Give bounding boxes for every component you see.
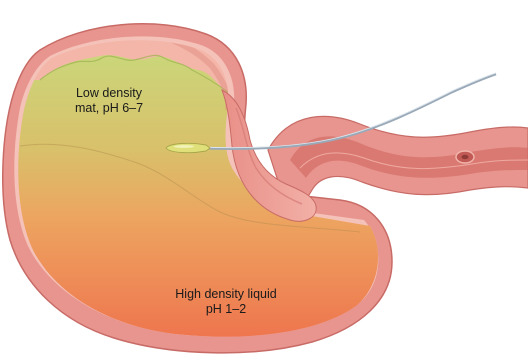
liquid-label-line1: High density liquid [175,287,276,301]
mat-label-line1: Low density [76,86,143,100]
liquid-label-line2: pH 1–2 [206,302,246,316]
ph-probe [166,143,210,152]
mat-label-line2: mat, pH 6–7 [75,101,143,115]
